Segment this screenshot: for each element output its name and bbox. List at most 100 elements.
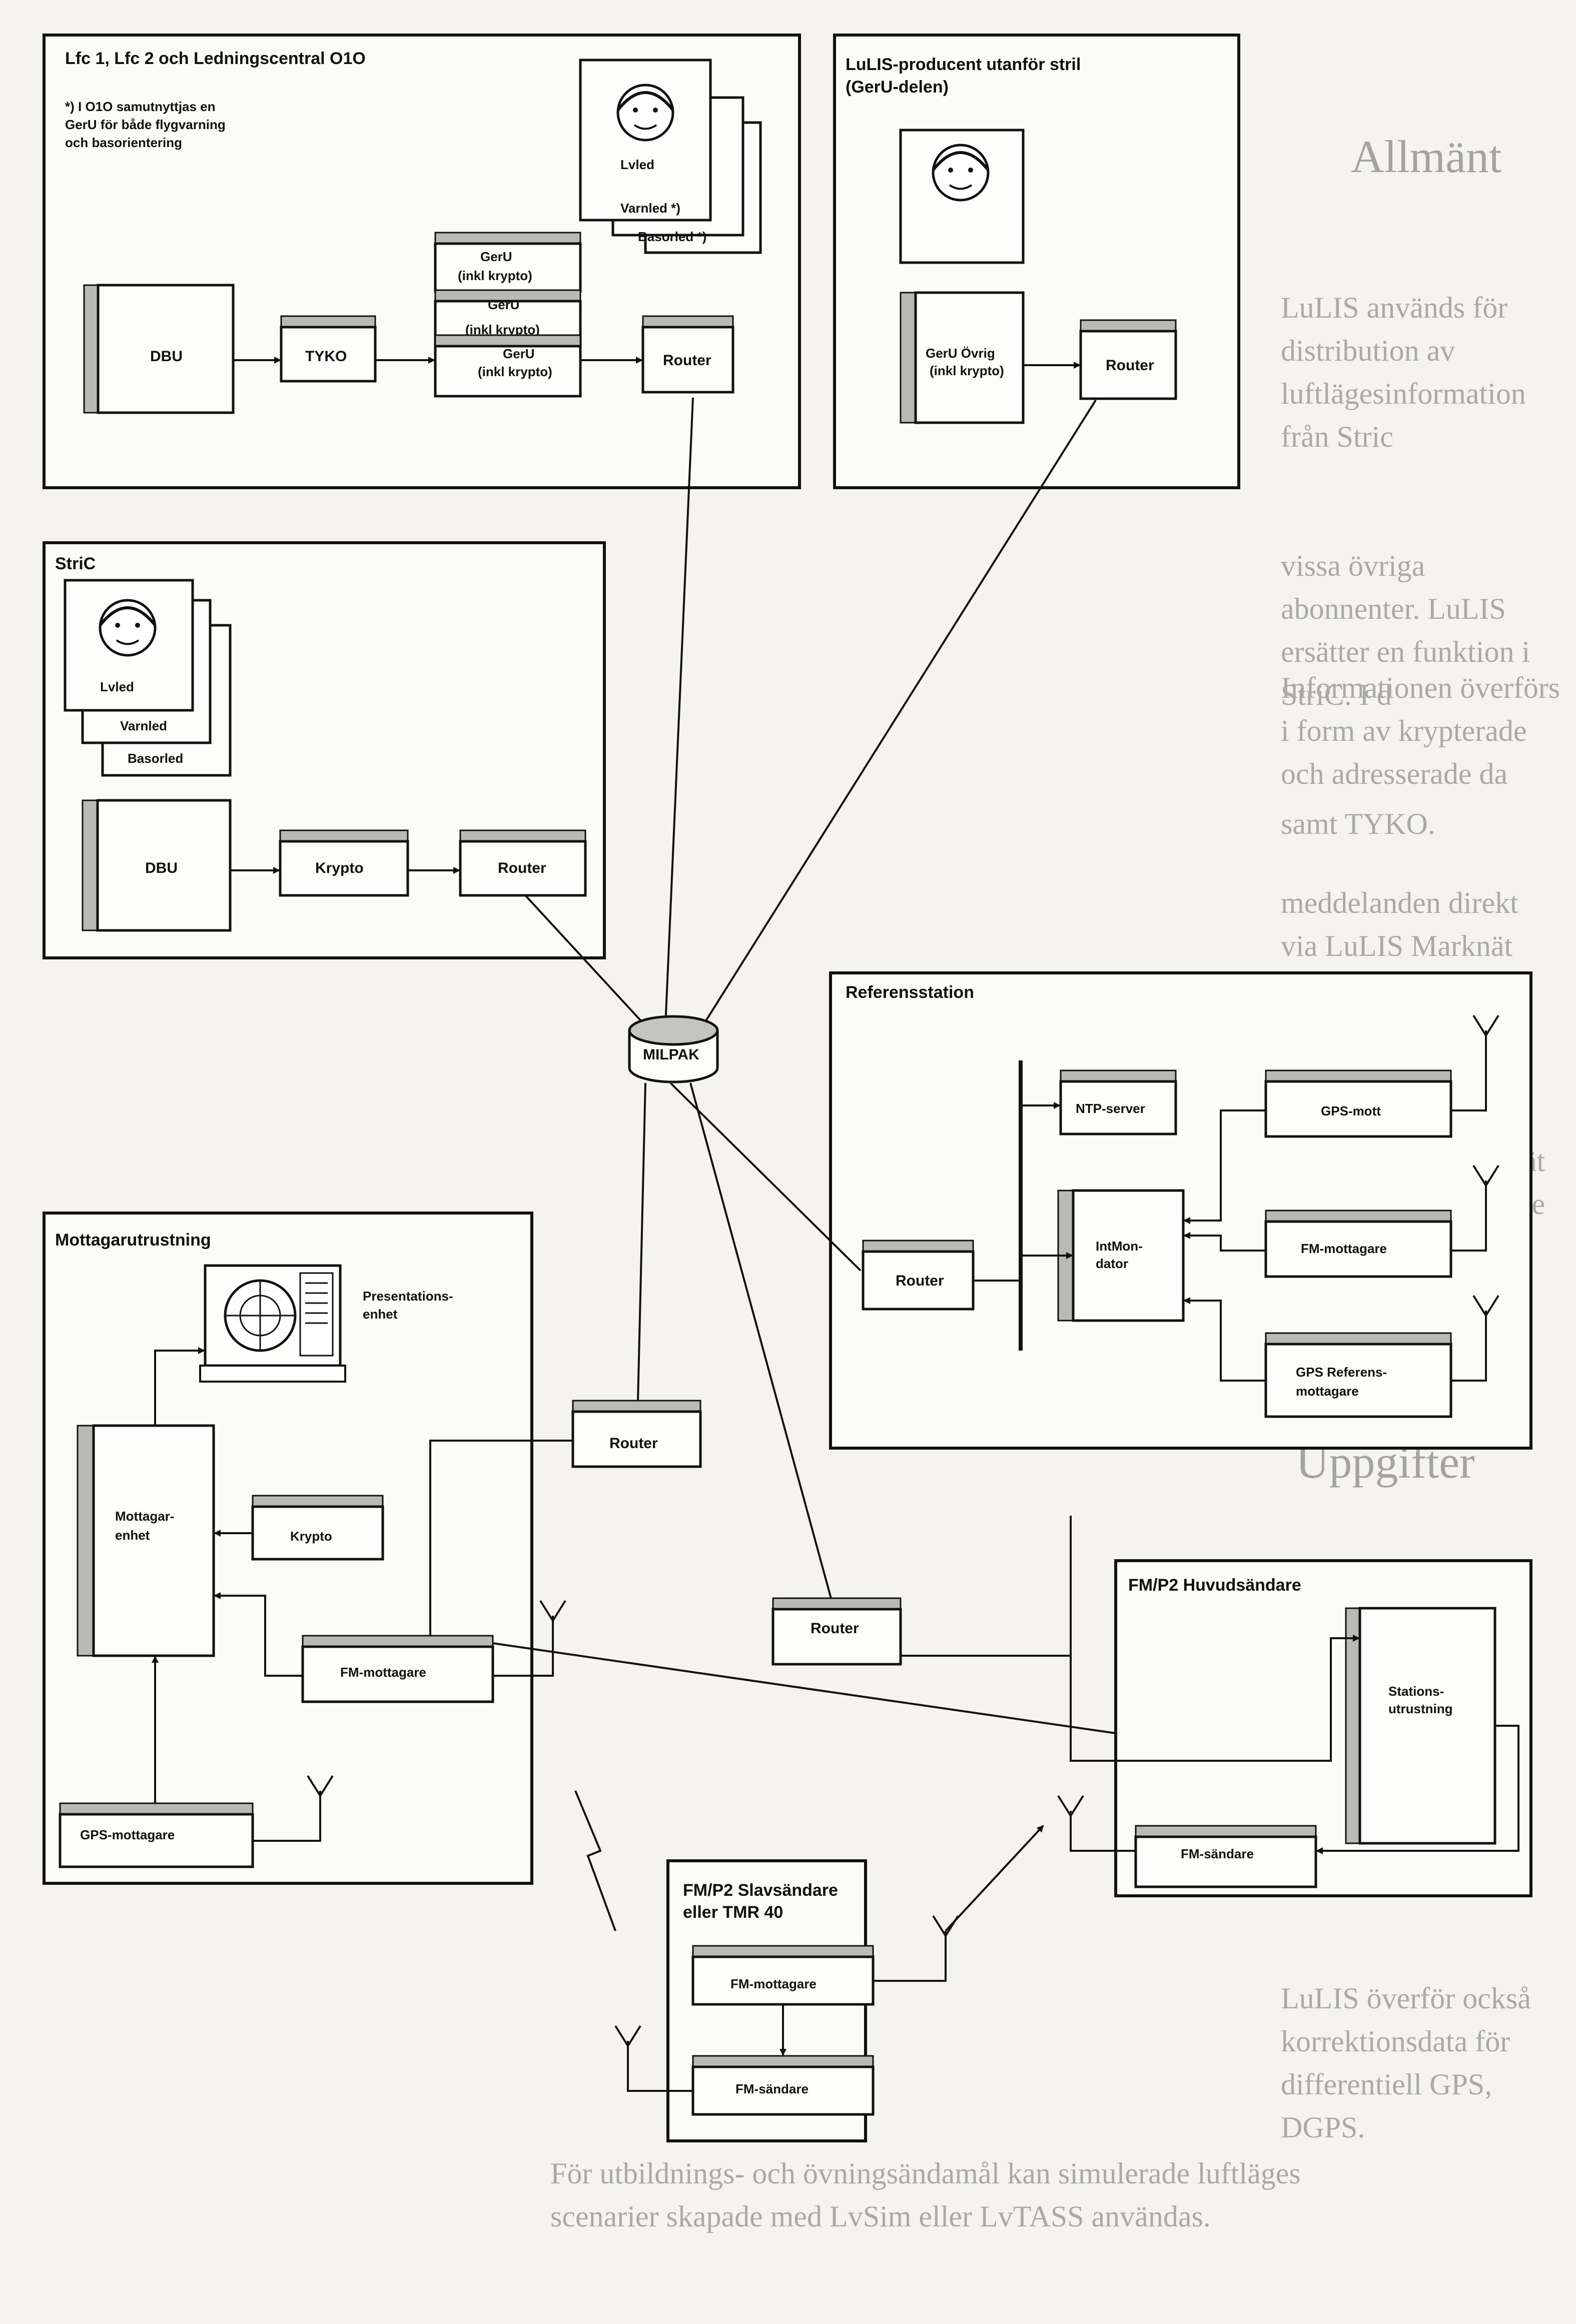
tyko-shade [280,315,376,328]
gps-mott-box [1264,1080,1452,1138]
router-box [459,840,587,897]
arrow-station-fmsand [1316,1725,1519,1854]
dbu-label: DBU [145,860,178,876]
panel-producer [833,34,1240,489]
producer-geru-sublabel: (inkl krypto) [930,363,1004,378]
producer-router-label: Router [1106,357,1154,374]
router-label: Router [498,860,546,876]
gps-ref-label: GPS Referens- [1296,1365,1387,1380]
router-label: Router [811,1620,859,1637]
router-shade [459,829,586,842]
gps-ref-box [1264,1343,1452,1418]
arrow-fm-mottagar [214,1592,303,1677]
lfc-note-line: GerU för både flygvarning [65,117,226,132]
router-shade [572,1400,701,1413]
producer-contents: LuLIS-producent utanför stril (GerU-dele… [846,55,1177,424]
background-heading-allmant: Allmänt [1351,131,1502,182]
link-milpak-router [637,1082,646,1401]
dbu-box [96,799,232,932]
presentation-label: Presentations- [363,1289,453,1304]
milpak-node: MILPAK [628,1015,719,1083]
milpak-label: MILPAK [643,1046,699,1063]
tyko-box [280,326,377,383]
gps-mott-shade [1265,1069,1452,1082]
arrow-gpsref-intmon [1183,1297,1266,1382]
krypto-box [279,840,409,897]
geru-shade [434,334,581,347]
fm-mott-label: FM-mottagare [730,1976,817,1991]
operator-label: Lvled [100,679,134,694]
link-milpak-router2 [689,1082,834,1606]
station-shade [1345,1607,1361,1844]
link-router2-fm [1070,1656,1116,1762]
antenna-icon [614,2025,693,2092]
antenna-icon [1451,1165,1499,1252]
background-line: Informationen överförs i form av krypter… [1281,671,1568,790]
standalone-routers: Router Router [571,1400,902,1666]
fm-sand-label: FM-sändare [735,2081,809,2096]
producer-router-box [1079,330,1177,400]
intmon-label: dator [1096,1256,1128,1271]
operator-face-icon [932,144,990,202]
background-line: vissa övriga abonnenter. LuLIS ersätter … [1281,549,1538,711]
mottagar-label: enhet [115,1528,150,1543]
receiver-title: Mottagarutrustning [55,1231,211,1250]
stric-contents: StriC Lvled Varnled Basorled DBU Krypto … [55,554,587,932]
reference-title: Referensstation [846,983,974,1002]
router-shade [772,1597,902,1610]
background-paragraph: LuLIS används för distribution av luftlä… [1281,200,1561,931]
ref-router-label: Router [896,1273,944,1289]
mottagar-shade [77,1425,95,1657]
geru-sublabel: (inkl krypto) [458,268,532,283]
fm-main-contents: FM/P2 Huvudsändare Stations- utrustning … [1057,1576,1519,1888]
arrow-fm-intmon [1183,1232,1266,1252]
link-lfc-milpak [664,397,694,1026]
lfc-contents: Lfc 1, Lfc 2 och Ledningscentral O1O *) … [65,49,762,414]
geru-shade [434,232,581,245]
intmon-label: IntMon- [1096,1239,1143,1254]
producer-geru-shade [900,292,917,424]
link-stric-milpak [524,894,644,1024]
fm-mott-shade [692,1945,874,1958]
station-label: utrustning [1388,1701,1453,1716]
fm-mott-label: FM-mottagare [1301,1241,1387,1256]
fm-sand-shade [692,2055,874,2068]
operator-label: Varnled *) [620,201,680,216]
krypto-label: Krypto [290,1529,332,1544]
intmon-box [1072,1189,1185,1322]
radio-link-zigzag [574,1790,616,1931]
antenna-icon [1451,1014,1499,1111]
geru-box [434,345,582,398]
router-shade [642,315,734,328]
producer-title: LuLIS-producent utanför stril [846,55,1081,74]
ref-router-box [862,1250,975,1311]
gps-mott-box [59,1813,254,1868]
dbu-shade [83,284,99,414]
mottagar-label: Mottagar- [115,1509,174,1524]
station-box [1358,1607,1496,1845]
geru-sublabel: (inkl krypto) [478,364,552,379]
station-label: Stations- [1388,1684,1444,1699]
reference-contents: Referensstation NTP-server GPS-mott IntM… [846,983,1499,1418]
operator-label: Varnled [120,718,167,733]
operator-label: Basorled *) [638,229,706,244]
geru-label: GerU [488,297,520,312]
operator-label: Basorled [128,751,183,766]
fm-sand-label: FM-sändare [1181,1846,1254,1861]
operator-face-icon [99,599,157,657]
operator-label: Lvled [620,157,654,172]
producer-geru-box [914,291,1025,424]
fm-slave-title: eller TMR 40 [683,1903,783,1922]
gps-ref-label: mottagare [1296,1384,1359,1399]
link-fm-broadcast [492,1642,1116,1734]
antenna-icon [493,1600,566,1677]
krypto-shade [252,1495,384,1508]
background-line: samt TYKO. [1281,807,1435,840]
ntp-label: NTP-server [1076,1101,1145,1116]
ntp-box [1059,1080,1177,1135]
fm-mott-shade [1265,1210,1452,1223]
background-line: LuLIS överför också korrektionsdata för … [1281,1982,1538,2144]
network-links [429,397,1116,1931]
fm-slave-contents: FM/P2 Slavsändare eller TMR 40 FM-mottag… [614,1825,1044,2116]
antenna-icon [1451,1295,1499,1382]
